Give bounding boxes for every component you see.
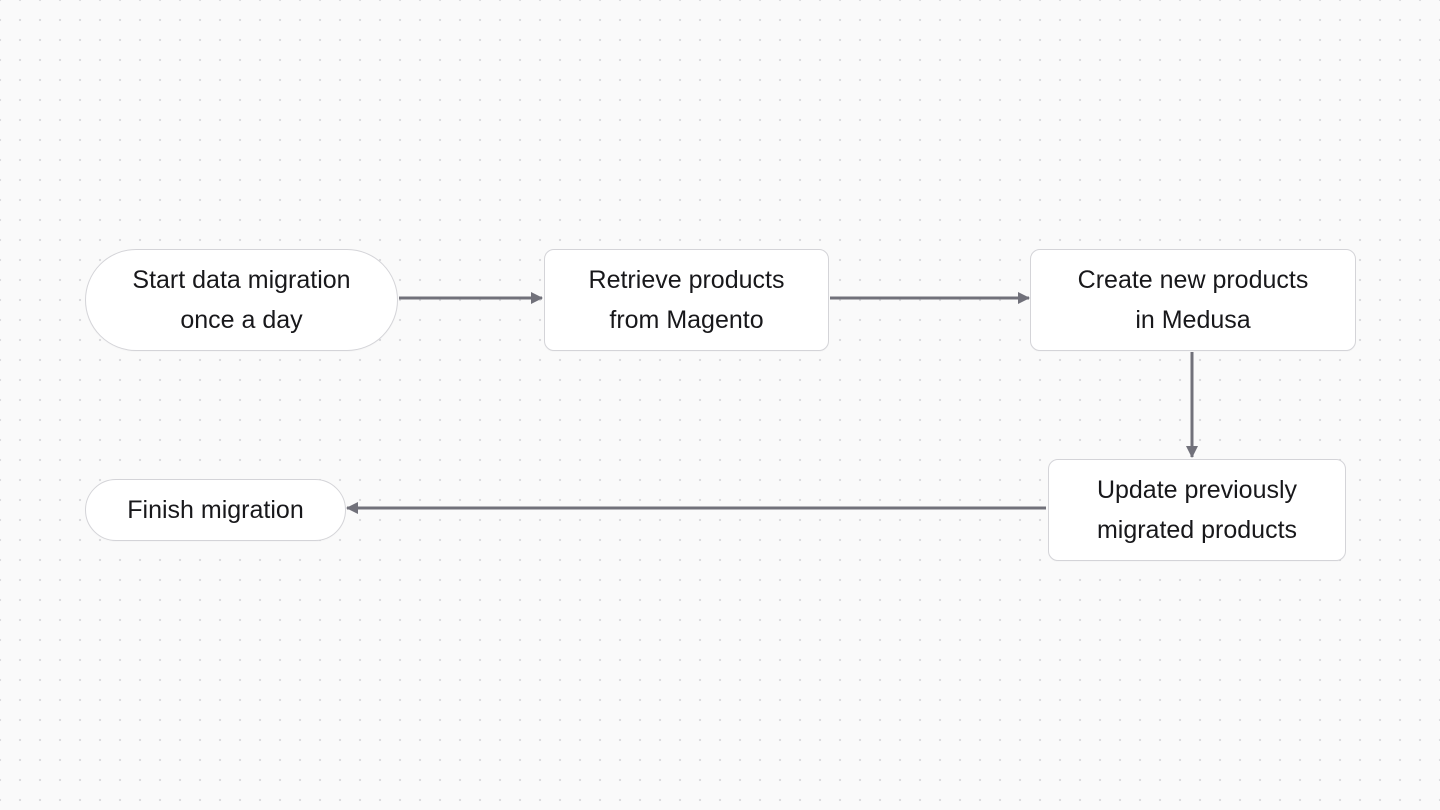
node-start-data-migration[interactable]: Start data migration once a day xyxy=(85,249,398,351)
node-label: Retrieve products from Magento xyxy=(588,266,785,334)
node-finish-migration[interactable]: Finish migration xyxy=(85,479,346,541)
node-label: Create new products in Medusa xyxy=(1077,266,1309,334)
node-label: Finish migration xyxy=(127,496,304,524)
node-create-new-products[interactable]: Create new products in Medusa xyxy=(1030,249,1356,351)
node-retrieve-products[interactable]: Retrieve products from Magento xyxy=(544,249,829,351)
node-update-migrated-products[interactable]: Update previously migrated products xyxy=(1048,459,1346,561)
node-label: Start data migration once a day xyxy=(132,266,351,334)
node-label: Update previously migrated products xyxy=(1096,476,1298,544)
